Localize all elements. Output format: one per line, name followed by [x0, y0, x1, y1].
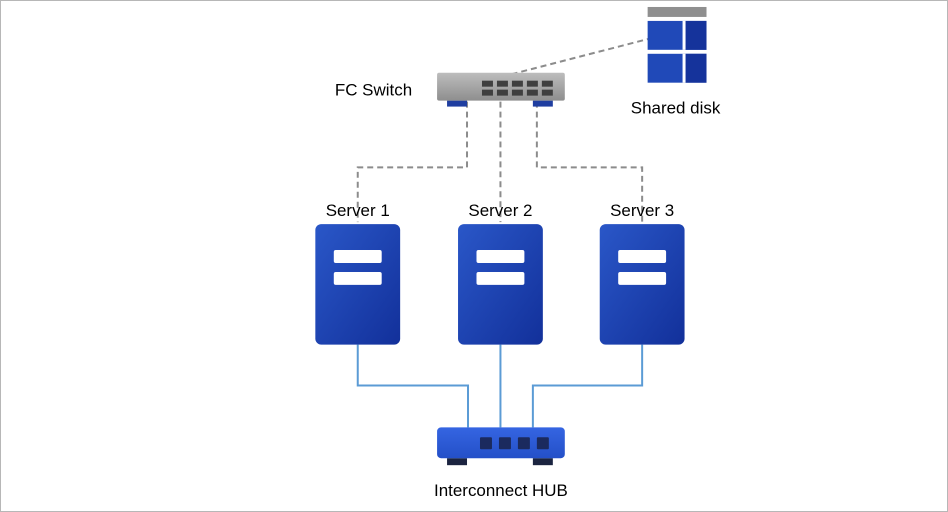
disk-unit-module [685, 53, 707, 83]
server-slots [618, 250, 667, 285]
disk-top-cap [647, 6, 707, 17]
hub-port [479, 437, 492, 450]
fc-switch-label: FC Switch [335, 81, 412, 100]
disk-unit-module [685, 20, 707, 50]
server-2-device [458, 224, 543, 345]
connector-switch-server3 [535, 101, 644, 223]
switch-port [541, 89, 553, 96]
diagram-labels: FC Switch Shared disk Server 1 Server 2 … [326, 81, 721, 500]
switch-port [511, 89, 523, 96]
connector-server3-hub [531, 344, 644, 428]
shared-disk-label: Shared disk [631, 99, 721, 118]
interconnect-lines [356, 344, 644, 428]
fc-switch-device [437, 72, 565, 107]
switch-port [526, 80, 538, 87]
switch-port [481, 80, 493, 87]
shared-disk-device [647, 6, 707, 83]
disk-unit-1 [647, 20, 707, 50]
connector-switch-shared-disk [501, 37, 649, 78]
switch-port [481, 89, 493, 96]
server-3-label: Server 3 [610, 201, 674, 220]
server-slots [333, 250, 382, 285]
switch-port [541, 80, 553, 87]
hub-port [536, 437, 549, 450]
server-slots [476, 250, 525, 285]
switch-port [496, 89, 508, 96]
interconnect-hub-label: Interconnect HUB [434, 481, 568, 500]
hub-foot-left [447, 458, 468, 466]
server-1-device [315, 224, 401, 345]
server-3-device [599, 224, 685, 345]
switch-foot-left [447, 100, 468, 107]
server-2-label: Server 2 [468, 201, 532, 220]
interconnect-hub-device [437, 427, 565, 466]
switch-foot-right [532, 100, 553, 107]
hub-foot-right [532, 458, 553, 466]
switch-port [496, 80, 508, 87]
server-slot [476, 250, 525, 263]
dashed-connectors [356, 37, 649, 223]
server-slot [618, 250, 667, 263]
hub-port [517, 437, 530, 450]
server-slot [618, 271, 667, 285]
switch-port-grid [481, 80, 553, 96]
hub-port-row [479, 437, 549, 450]
hub-port [498, 437, 511, 450]
connector-switch-server1 [356, 101, 469, 223]
switch-port [511, 80, 523, 87]
connector-server1-hub [356, 344, 470, 428]
server-slot [476, 271, 525, 285]
server-slot [333, 250, 382, 263]
disk-unit-divider [682, 53, 686, 83]
disk-unit-2 [647, 53, 707, 83]
disk-unit-divider [682, 20, 686, 50]
switch-port [526, 89, 538, 96]
server-1-label: Server 1 [326, 201, 390, 220]
server-slot [333, 271, 382, 285]
